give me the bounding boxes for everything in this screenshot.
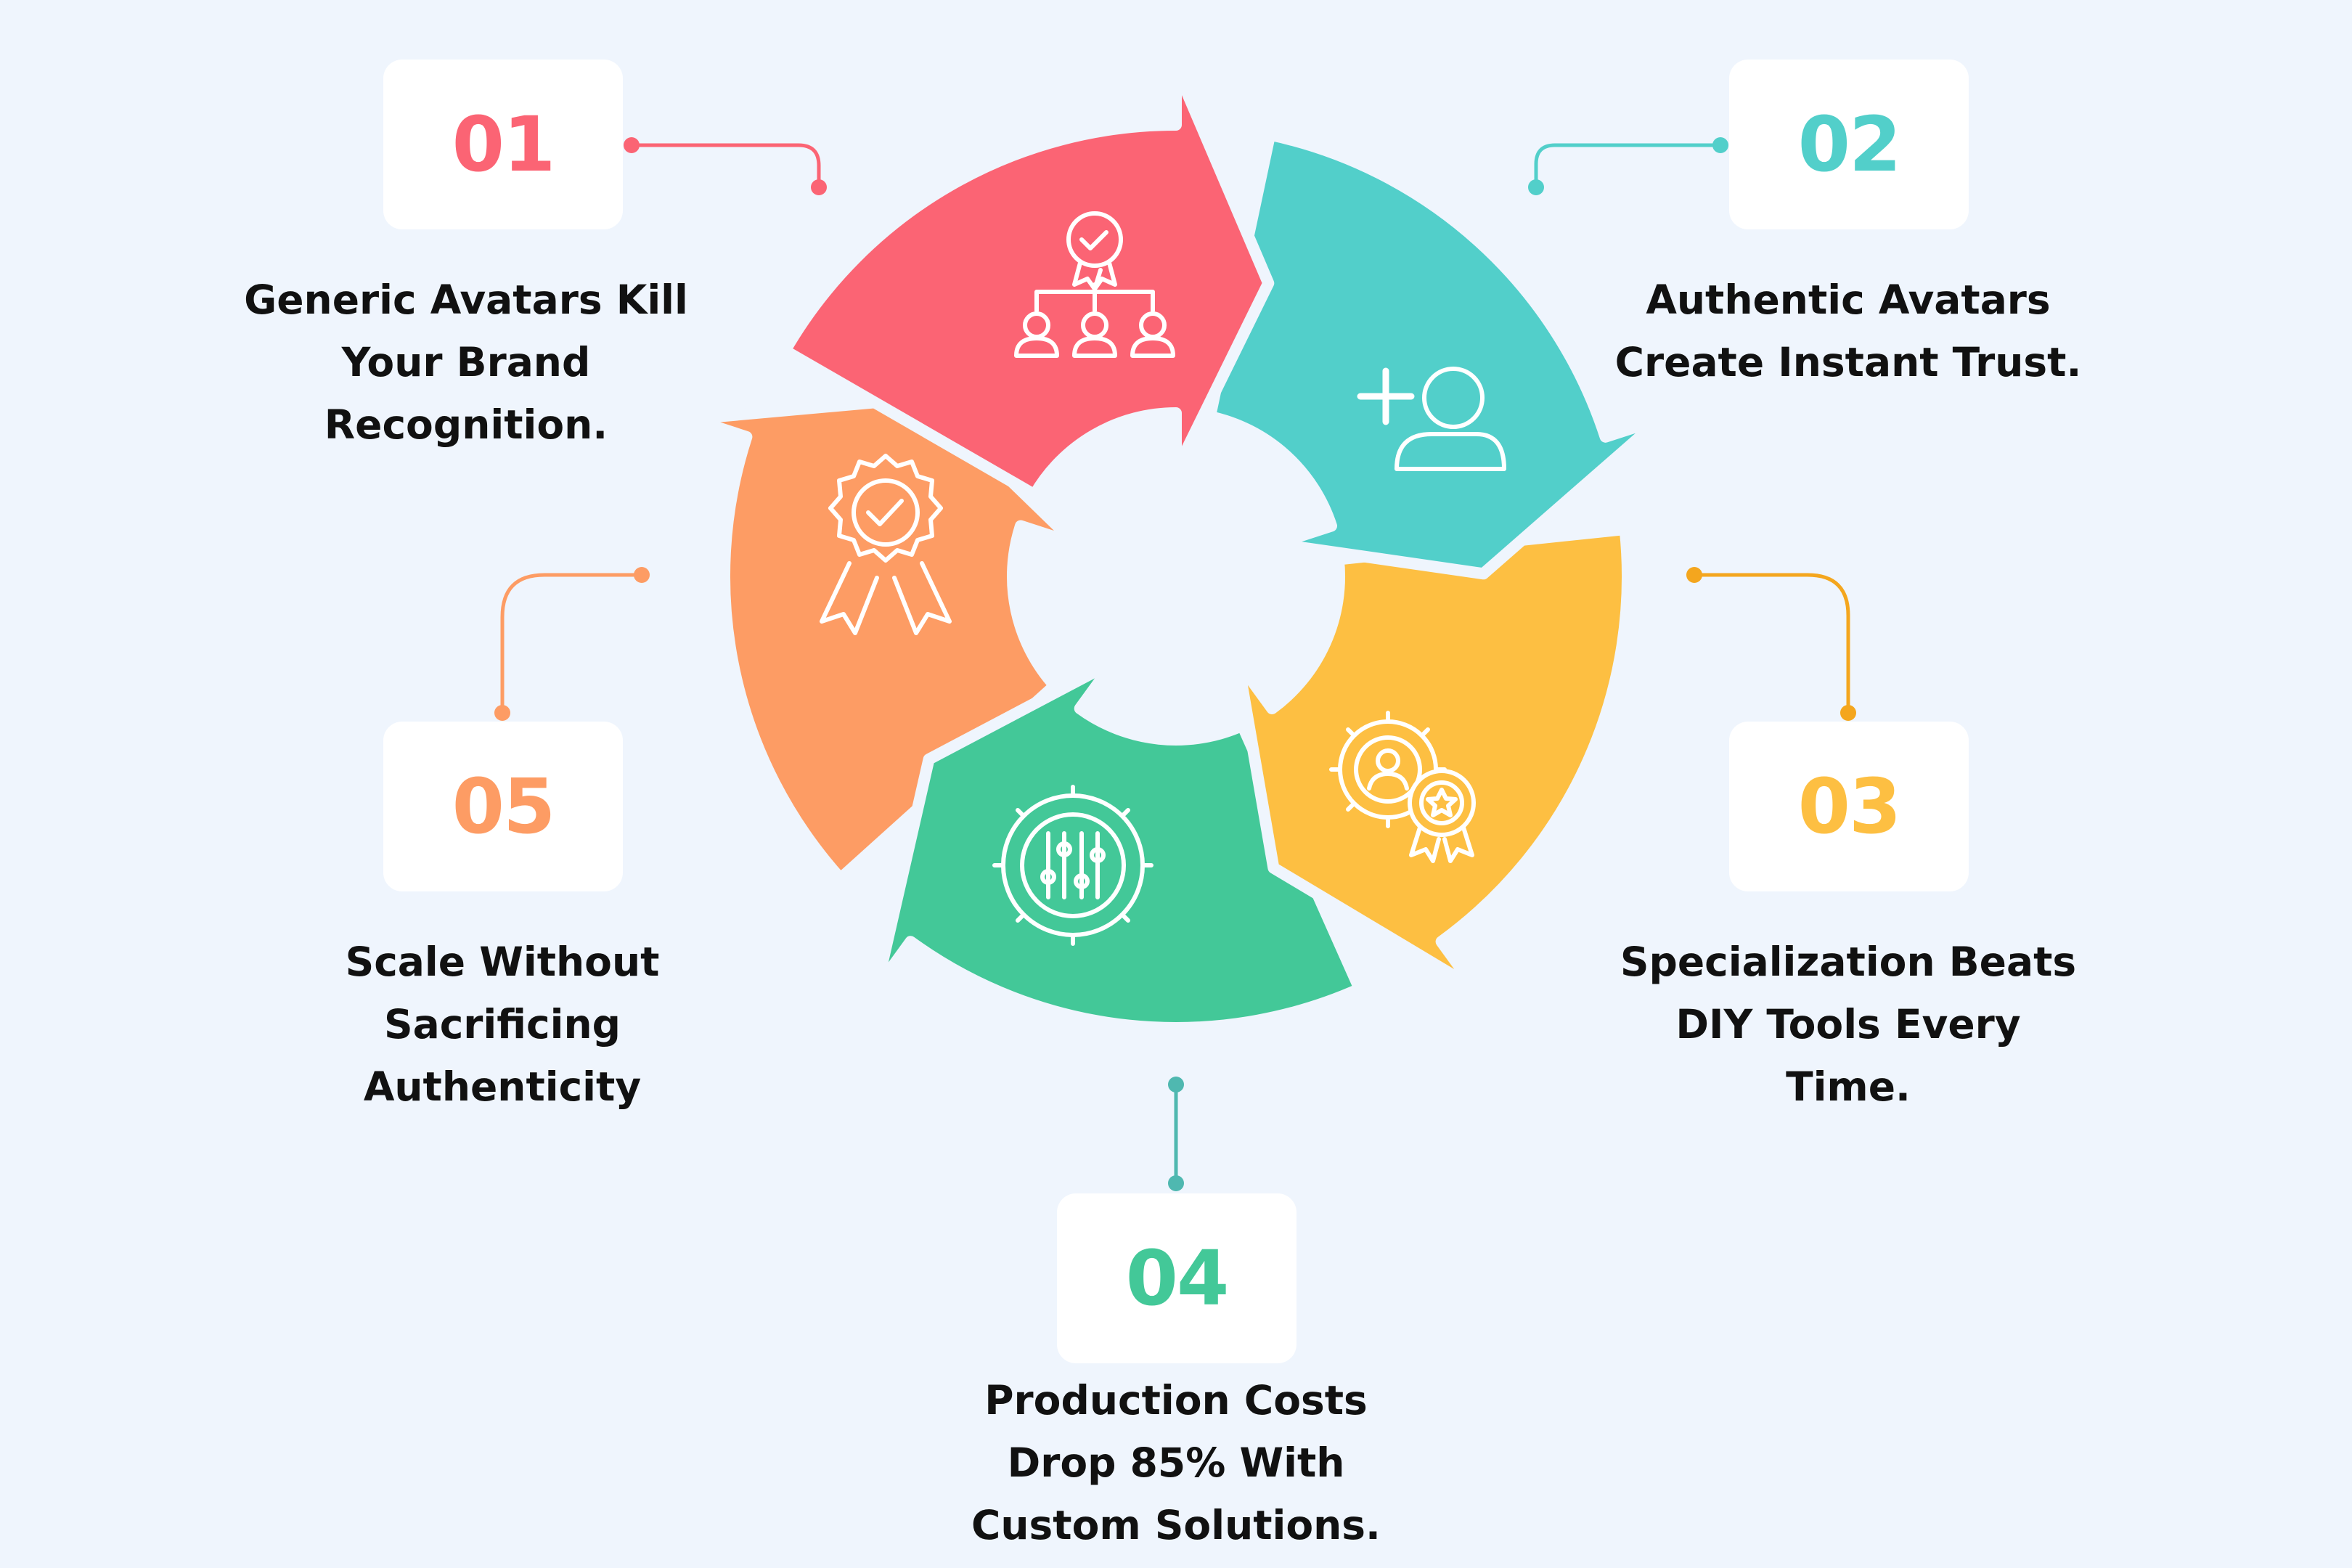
gear-person-star-icon: [1329, 711, 1476, 863]
step-04-number-box: 04: [1057, 1193, 1297, 1363]
step-05-number: 05: [452, 762, 556, 851]
step-01-line-1: Generic Avatars Kill: [244, 277, 688, 323]
org-chart-badge-icon: [1014, 211, 1175, 358]
connector-01: [624, 137, 827, 195]
gear-sliders-icon: [992, 785, 1153, 946]
connector-05: [494, 567, 650, 721]
step-01-number: 01: [452, 100, 556, 189]
step-03-caption: Specialization Beats DIY Tools Every Tim…: [1580, 931, 2117, 1118]
step-03-line-3: Time.: [1786, 1063, 1911, 1110]
cycle-segment-02: [1204, 128, 1667, 580]
step-05-line-2: Sacrificing: [383, 1001, 621, 1048]
step-04-number: 04: [1125, 1234, 1230, 1323]
step-03-line-2: DIY Tools Every: [1675, 1001, 2021, 1048]
step-05-number-box: 05: [383, 722, 623, 891]
connector-02: [1528, 137, 1728, 195]
step-01-line-2: Your Brand: [341, 339, 591, 385]
step-01-line-3: Recognition.: [324, 401, 608, 448]
step-03-number-box: 03: [1729, 722, 1969, 891]
step-02-caption: Authentic Avatars Create Instant Trust.: [1580, 269, 2117, 393]
step-03-line-1: Specialization Beats: [1620, 939, 2077, 985]
award-ribbon-icon: [820, 454, 952, 635]
step-05-caption: Scale Without Sacrificing Authenticity: [234, 931, 771, 1118]
step-04-line-1: Production Costs: [984, 1377, 1368, 1424]
step-05-line-1: Scale Without: [345, 939, 660, 985]
cycle-segment-01: [779, 61, 1275, 501]
step-02-number-box: 02: [1729, 60, 1969, 229]
step-05-line-3: Authenticity: [363, 1063, 642, 1110]
step-02-line-1: Authentic Avatars: [1646, 277, 2051, 323]
cycle-segment-05: [685, 392, 1082, 885]
step-01-number-box: 01: [383, 60, 623, 229]
step-02-line-2: Create Instant Trust.: [1614, 339, 2082, 385]
step-02-number: 02: [1797, 100, 1902, 189]
step-04-line-3: Custom Solutions.: [971, 1502, 1381, 1548]
step-04-line-2: Drop 85% With: [1007, 1440, 1345, 1486]
add-user-icon: [1357, 367, 1506, 471]
step-04-caption: Production Costs Drop 85% With Custom So…: [907, 1369, 1445, 1556]
step-01-caption: Generic Avatars Kill Your Brand Recognit…: [197, 269, 735, 456]
step-03-number: 03: [1797, 762, 1902, 851]
connector-04: [1168, 1077, 1184, 1191]
connector-03: [1686, 567, 1856, 721]
